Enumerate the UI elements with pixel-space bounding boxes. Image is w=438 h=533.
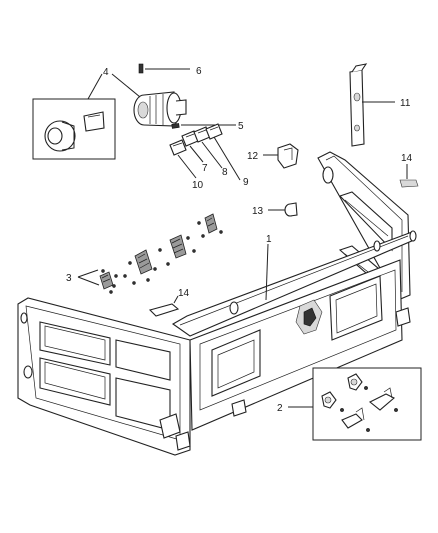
- part-4-lock-cylinder: [32, 73, 187, 160]
- callout-4: 4: [103, 67, 109, 78]
- part-5-spring-pin: [171, 123, 236, 129]
- ram-emblem: [295, 299, 323, 335]
- part-13-plug: [268, 202, 298, 217]
- callout-13: 13: [252, 206, 264, 217]
- callout-1: 1: [266, 234, 272, 245]
- part-1-bed-extender-frame: [17, 151, 417, 456]
- callout-10: 10: [192, 180, 204, 191]
- callout-labels: 1 2 3 4 5 6 7 8 9 10 11 12 13 14 14: [66, 66, 413, 414]
- bracket-slot-4: [204, 213, 218, 234]
- callout-12: 12: [247, 151, 259, 162]
- callout-11: 11: [400, 98, 411, 109]
- part-11-latch-bar: [349, 63, 395, 147]
- part-14-pad-left: [148, 295, 180, 317]
- part-2-hardware-kit: [288, 367, 422, 441]
- callout-9: 9: [243, 177, 249, 188]
- part-6-pin: [138, 63, 190, 74]
- bracket-slot-3: [169, 234, 187, 259]
- bracket-screws: [101, 221, 223, 294]
- part-14-pad-right: [399, 164, 419, 188]
- callout-6: 6: [196, 66, 202, 77]
- part-3-bracket-plate: [75, 190, 262, 298]
- part-12-bumper: [263, 143, 299, 169]
- callout-3: 3: [66, 273, 72, 284]
- bracket-slot-2: [134, 249, 153, 275]
- callout-5: 5: [238, 121, 244, 132]
- callout-8: 8: [222, 167, 228, 178]
- callout-2: 2: [277, 403, 283, 414]
- callout-14-left: 14: [178, 288, 190, 299]
- callout-14-right: 14: [401, 153, 413, 164]
- parts-7-10-clips: [169, 123, 241, 181]
- lock-assembly: [133, 91, 187, 127]
- callout-7: 7: [202, 163, 208, 174]
